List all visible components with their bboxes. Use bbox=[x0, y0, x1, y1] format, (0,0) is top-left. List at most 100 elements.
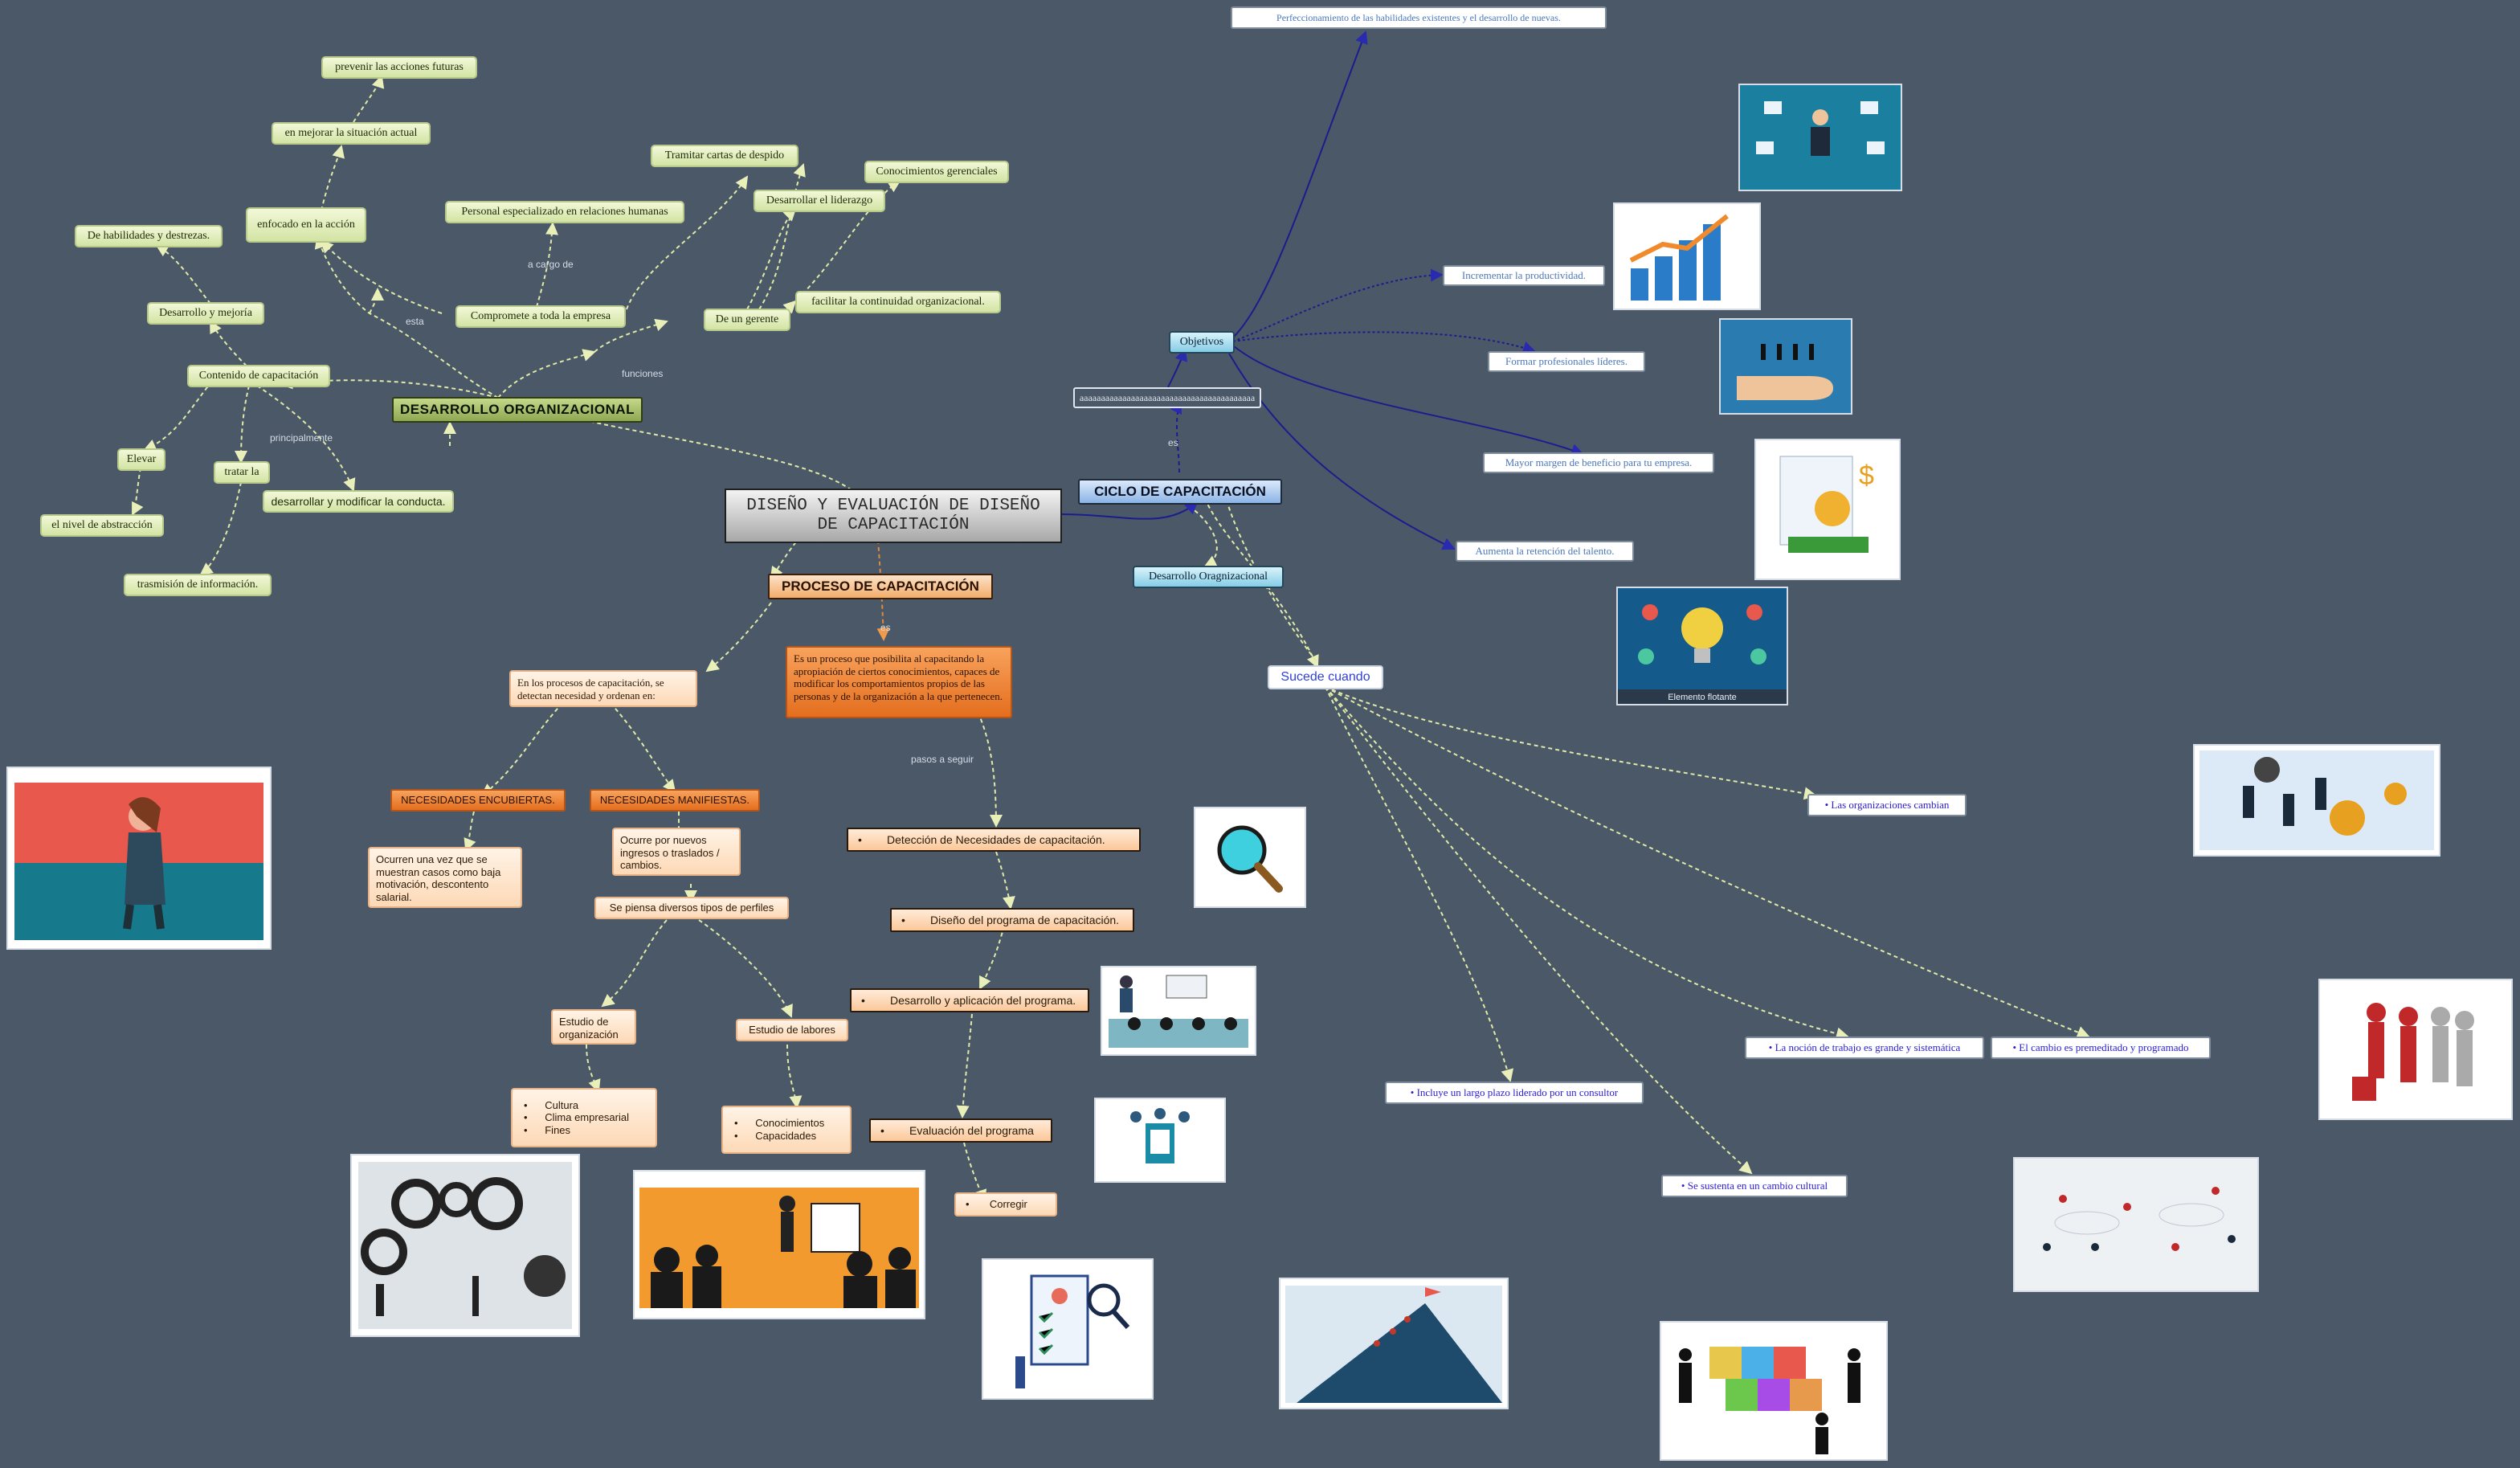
org-list-item: • Fines bbox=[524, 1123, 571, 1136]
necesidades-encubiertas-node[interactable]: NECESIDADES ENCUBIERTAS. bbox=[390, 789, 566, 812]
gears-image[interactable] bbox=[350, 1154, 580, 1337]
sad-worker-image[interactable] bbox=[6, 767, 272, 950]
en-los-procesos-node[interactable]: En los procesos de capacitación, se dete… bbox=[509, 670, 697, 707]
puzzle-team-icon bbox=[1661, 1323, 1886, 1459]
leadership-hand-image[interactable] bbox=[1719, 318, 1852, 415]
conocimientos-gerenciales-node[interactable]: Conocimientos gerenciales bbox=[864, 161, 1009, 183]
mountain-climb-image[interactable] bbox=[1279, 1278, 1509, 1409]
network-people-icon bbox=[2015, 1159, 2257, 1290]
team-tablet-image[interactable] bbox=[1094, 1098, 1226, 1183]
principalmente-label: principalmente bbox=[270, 432, 333, 444]
objetivo-5-node[interactable]: Aumenta la retención del talento. bbox=[1456, 541, 1634, 562]
magnifier-icon bbox=[1195, 808, 1305, 906]
tramitar-cartas-node[interactable]: Tramitar cartas de despido bbox=[651, 145, 798, 167]
step-2-node[interactable]: • Diseño del programa de capacitación. bbox=[890, 908, 1134, 932]
es-label-proceso: es bbox=[880, 622, 891, 633]
sucede-item-4-node[interactable]: • Incluye un largo plazo liderado por un… bbox=[1385, 1082, 1644, 1104]
habilidades-node[interactable]: De habilidades y destrezas. bbox=[75, 225, 223, 247]
compromete-empresa-node[interactable]: Compromete a toda la empresa bbox=[455, 305, 626, 328]
network-people-image[interactable] bbox=[2013, 1157, 2259, 1292]
abstraccion-node[interactable]: el nivel de abstracción bbox=[40, 514, 164, 537]
mejorar-situacion-node[interactable]: en mejorar la situación actual bbox=[272, 122, 431, 145]
magnifier-image[interactable] bbox=[1194, 807, 1306, 908]
business-gears-icon bbox=[2195, 746, 2439, 855]
pasos-a-seguir-label: pasos a seguir bbox=[911, 754, 974, 765]
org-list-item: • Clima empresarial bbox=[524, 1111, 629, 1124]
tratar-node[interactable]: tratar la bbox=[214, 461, 270, 484]
money-report-icon: $ bbox=[1756, 440, 1899, 579]
ciclo-capacitacion-topic[interactable]: CICLO DE CAPACITACIÓN bbox=[1078, 479, 1282, 505]
ocurren-casos-node[interactable]: Ocurren una vez que se muestran casos co… bbox=[368, 847, 522, 908]
lab-list-item: • Conocimientos bbox=[734, 1117, 825, 1130]
elevar-node[interactable]: Elevar bbox=[117, 448, 165, 471]
estudio-labores-node[interactable]: Estudio de labores bbox=[736, 1019, 848, 1041]
necesidades-manifiestas-node[interactable]: NECESIDADES MANIFIESTAS. bbox=[590, 789, 760, 812]
sucede-item-5-node[interactable]: • Se sustenta en un cambio cultural bbox=[1661, 1175, 1848, 1197]
facilitar-continuidad-node[interactable]: facilitar la continuidad organizacional. bbox=[795, 291, 1001, 313]
sucede-item-1-node[interactable]: • Las organizaciones cambian bbox=[1807, 794, 1967, 816]
personal-especializado-node[interactable]: Personal especializado en relaciones hum… bbox=[445, 201, 684, 223]
presentation-icon bbox=[1102, 967, 1255, 1054]
ideas-bulb-image[interactable]: Elemento flotante bbox=[1616, 587, 1788, 705]
esta-label: esta bbox=[406, 316, 424, 327]
multitask-image[interactable] bbox=[1738, 84, 1902, 191]
prevenir-acciones-node[interactable]: prevenir las acciones futuras bbox=[321, 56, 477, 79]
de-un-gerente-node[interactable]: De un gerente bbox=[704, 309, 790, 331]
meeting-icon bbox=[635, 1172, 924, 1318]
money-report-image[interactable]: $ bbox=[1754, 439, 1901, 580]
growth-chart-image[interactable] bbox=[1613, 202, 1761, 310]
checklist-image[interactable] bbox=[982, 1258, 1154, 1400]
org-list-item: • Cultura bbox=[524, 1098, 579, 1111]
central-topic[interactable]: DISEÑO Y EVALUACIÓN DE DISEÑO DE CAPACIT… bbox=[725, 489, 1062, 543]
image-caption: Elemento flotante bbox=[1668, 693, 1737, 702]
modificar-conducta-node[interactable]: desarrollar y modificar la conducta. bbox=[263, 490, 454, 513]
step-4-node[interactable]: • Evaluación del programa bbox=[869, 1118, 1052, 1143]
leadership-hand-icon bbox=[1721, 320, 1851, 413]
sucede-item-3-node[interactable]: • El cambio es premeditado y programado bbox=[1991, 1037, 2211, 1059]
definicion-proceso-node[interactable]: Es un proceso que posibilita al capacita… bbox=[786, 646, 1012, 718]
perfiles-node[interactable]: Se piensa diversos tipos de perfiles bbox=[594, 897, 789, 919]
enfocado-accion-node[interactable]: enfocado en la acción bbox=[246, 207, 366, 243]
desarrollo-mejoria-node[interactable]: Desarrollo y mejoría bbox=[147, 302, 264, 325]
objetivo-1-node[interactable]: Perfeccionamiento de las habilidades exi… bbox=[1231, 6, 1607, 29]
ocurre-ingresos-node[interactable]: Ocurre por nuevos ingresos o traslados /… bbox=[612, 828, 741, 876]
a-cargo-de-label: a cargo de bbox=[528, 259, 574, 270]
team-tablet-icon bbox=[1096, 1099, 1224, 1181]
corregir-node[interactable]: • Corregir bbox=[954, 1192, 1057, 1217]
growth-chart-icon bbox=[1615, 204, 1759, 309]
es-label-ciclo: es bbox=[1168, 437, 1178, 448]
red-people-icon bbox=[2320, 980, 2511, 1118]
proceso-capacitacion-topic[interactable]: PROCESO DE CAPACITACIÓN bbox=[768, 574, 993, 599]
presentation-image[interactable] bbox=[1101, 966, 1256, 1056]
sad-worker-icon bbox=[8, 768, 270, 948]
sucede-cuando-node[interactable]: Sucede cuando bbox=[1268, 665, 1383, 689]
checklist-icon bbox=[983, 1260, 1152, 1398]
estudio-organizacion-node[interactable]: Estudio de organización bbox=[551, 1009, 636, 1045]
trasmision-node[interactable]: trasmisión de información. bbox=[124, 574, 272, 596]
meeting-image[interactable] bbox=[633, 1170, 925, 1319]
step-3-node[interactable]: • Desarrollo y aplicación del programa. bbox=[850, 988, 1089, 1012]
objetivo-4-node[interactable]: Mayor margen de beneficio para tu empres… bbox=[1483, 452, 1714, 473]
placeholder-node[interactable]: aaaaaaaaaaaaaaaaaaaaaaaaaaaaaaaaaaaaaaaa… bbox=[1073, 387, 1261, 408]
business-gears-image[interactable] bbox=[2193, 744, 2440, 857]
desarrollar-liderazgo-node[interactable]: Desarrollar el liderazgo bbox=[754, 190, 885, 212]
svg-text:$: $ bbox=[1859, 460, 1874, 491]
step-1-node[interactable]: • Detección de Necesidades de capacitaci… bbox=[847, 828, 1141, 852]
sucede-item-2-node[interactable]: • La noción de trabajo es grande y siste… bbox=[1745, 1037, 1984, 1059]
objetivos-node[interactable]: Objetivos bbox=[1169, 331, 1235, 354]
objetivo-3-node[interactable]: Formar profesionales líderes. bbox=[1488, 351, 1645, 372]
organizacion-list: • Cultura • Clima empresarial • Fines bbox=[511, 1088, 657, 1147]
desarrollo-organizacional-topic[interactable]: DESARROLLO ORGANIZACIONAL bbox=[392, 397, 643, 423]
funciones-label: funciones bbox=[622, 368, 664, 379]
puzzle-team-image[interactable] bbox=[1660, 1321, 1888, 1461]
objetivo-2-node[interactable]: Incrementar la productividad. bbox=[1443, 265, 1605, 286]
ideas-bulb-icon bbox=[1618, 588, 1787, 689]
lab-list-item: • Capacidades bbox=[734, 1130, 817, 1142]
multitask-icon bbox=[1740, 85, 1901, 190]
mountain-climb-icon bbox=[1280, 1279, 1507, 1408]
desarrollo-oragnizacional-node[interactable]: Desarrollo Oragnizacional bbox=[1133, 566, 1284, 588]
contenido-capacitacion-node[interactable]: Contenido de capacitación bbox=[187, 365, 330, 387]
gears-icon bbox=[352, 1155, 578, 1335]
red-people-image[interactable] bbox=[2318, 979, 2513, 1120]
labores-list: • Conocimientos • Capacidades bbox=[721, 1106, 852, 1154]
